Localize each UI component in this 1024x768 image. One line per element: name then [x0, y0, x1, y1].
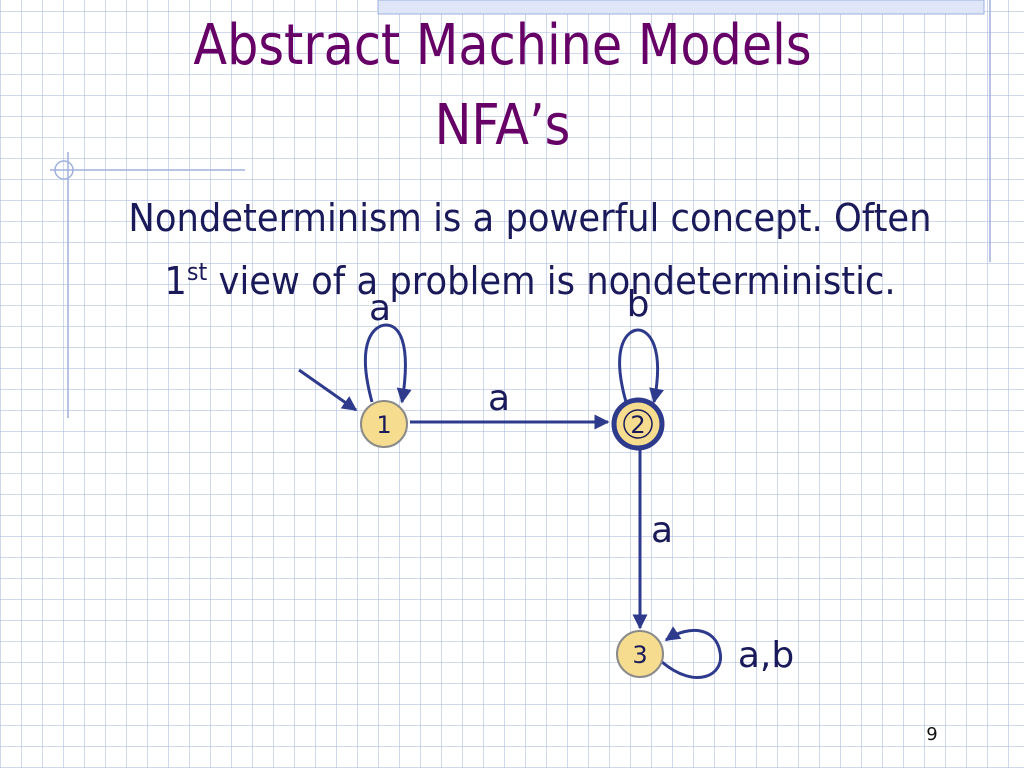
transition-3-3-label: a,b — [738, 635, 794, 676]
state-2-circle — [611, 397, 665, 451]
transition-2-2 — [618, 328, 664, 404]
transition-1-2-label: a — [488, 378, 510, 419]
state-1-label: 1 — [376, 411, 391, 439]
state-2-label: 2 — [630, 411, 645, 439]
start-arrow — [298, 368, 358, 412]
body-text-ordinal: 1 — [164, 259, 187, 303]
transition-2-3-label: a — [651, 510, 673, 551]
state-1-circle — [360, 400, 408, 448]
slide-title: Abstract Machine Models — [193, 13, 812, 78]
body-text-line2: 1st view of a problem is nondeterministi… — [93, 246, 967, 307]
guide-circle — [54, 160, 74, 180]
body-text-superscript: st — [186, 258, 208, 286]
page-number: 9 — [926, 724, 938, 745]
transition-1-1-label: a — [369, 288, 391, 329]
state-3-label: 3 — [632, 641, 647, 669]
state-2-inner-ring — [623, 409, 653, 439]
body-text-line1: Nondeterminism is a powerful concept. Of… — [128, 196, 932, 240]
state-3: 3 — [616, 630, 664, 678]
transition-2-2-label: b — [627, 284, 650, 325]
state-1: 1 — [360, 400, 408, 448]
transition-1-1 — [363, 323, 412, 404]
state-2: 2 — [611, 397, 665, 451]
slide-subtitle: NFA’s — [434, 93, 571, 158]
transition-3-3 — [661, 626, 723, 679]
body-text-rest: view of a problem is nondeterministic. — [207, 259, 896, 303]
top-band — [377, 0, 985, 15]
state-3-circle — [616, 630, 664, 678]
